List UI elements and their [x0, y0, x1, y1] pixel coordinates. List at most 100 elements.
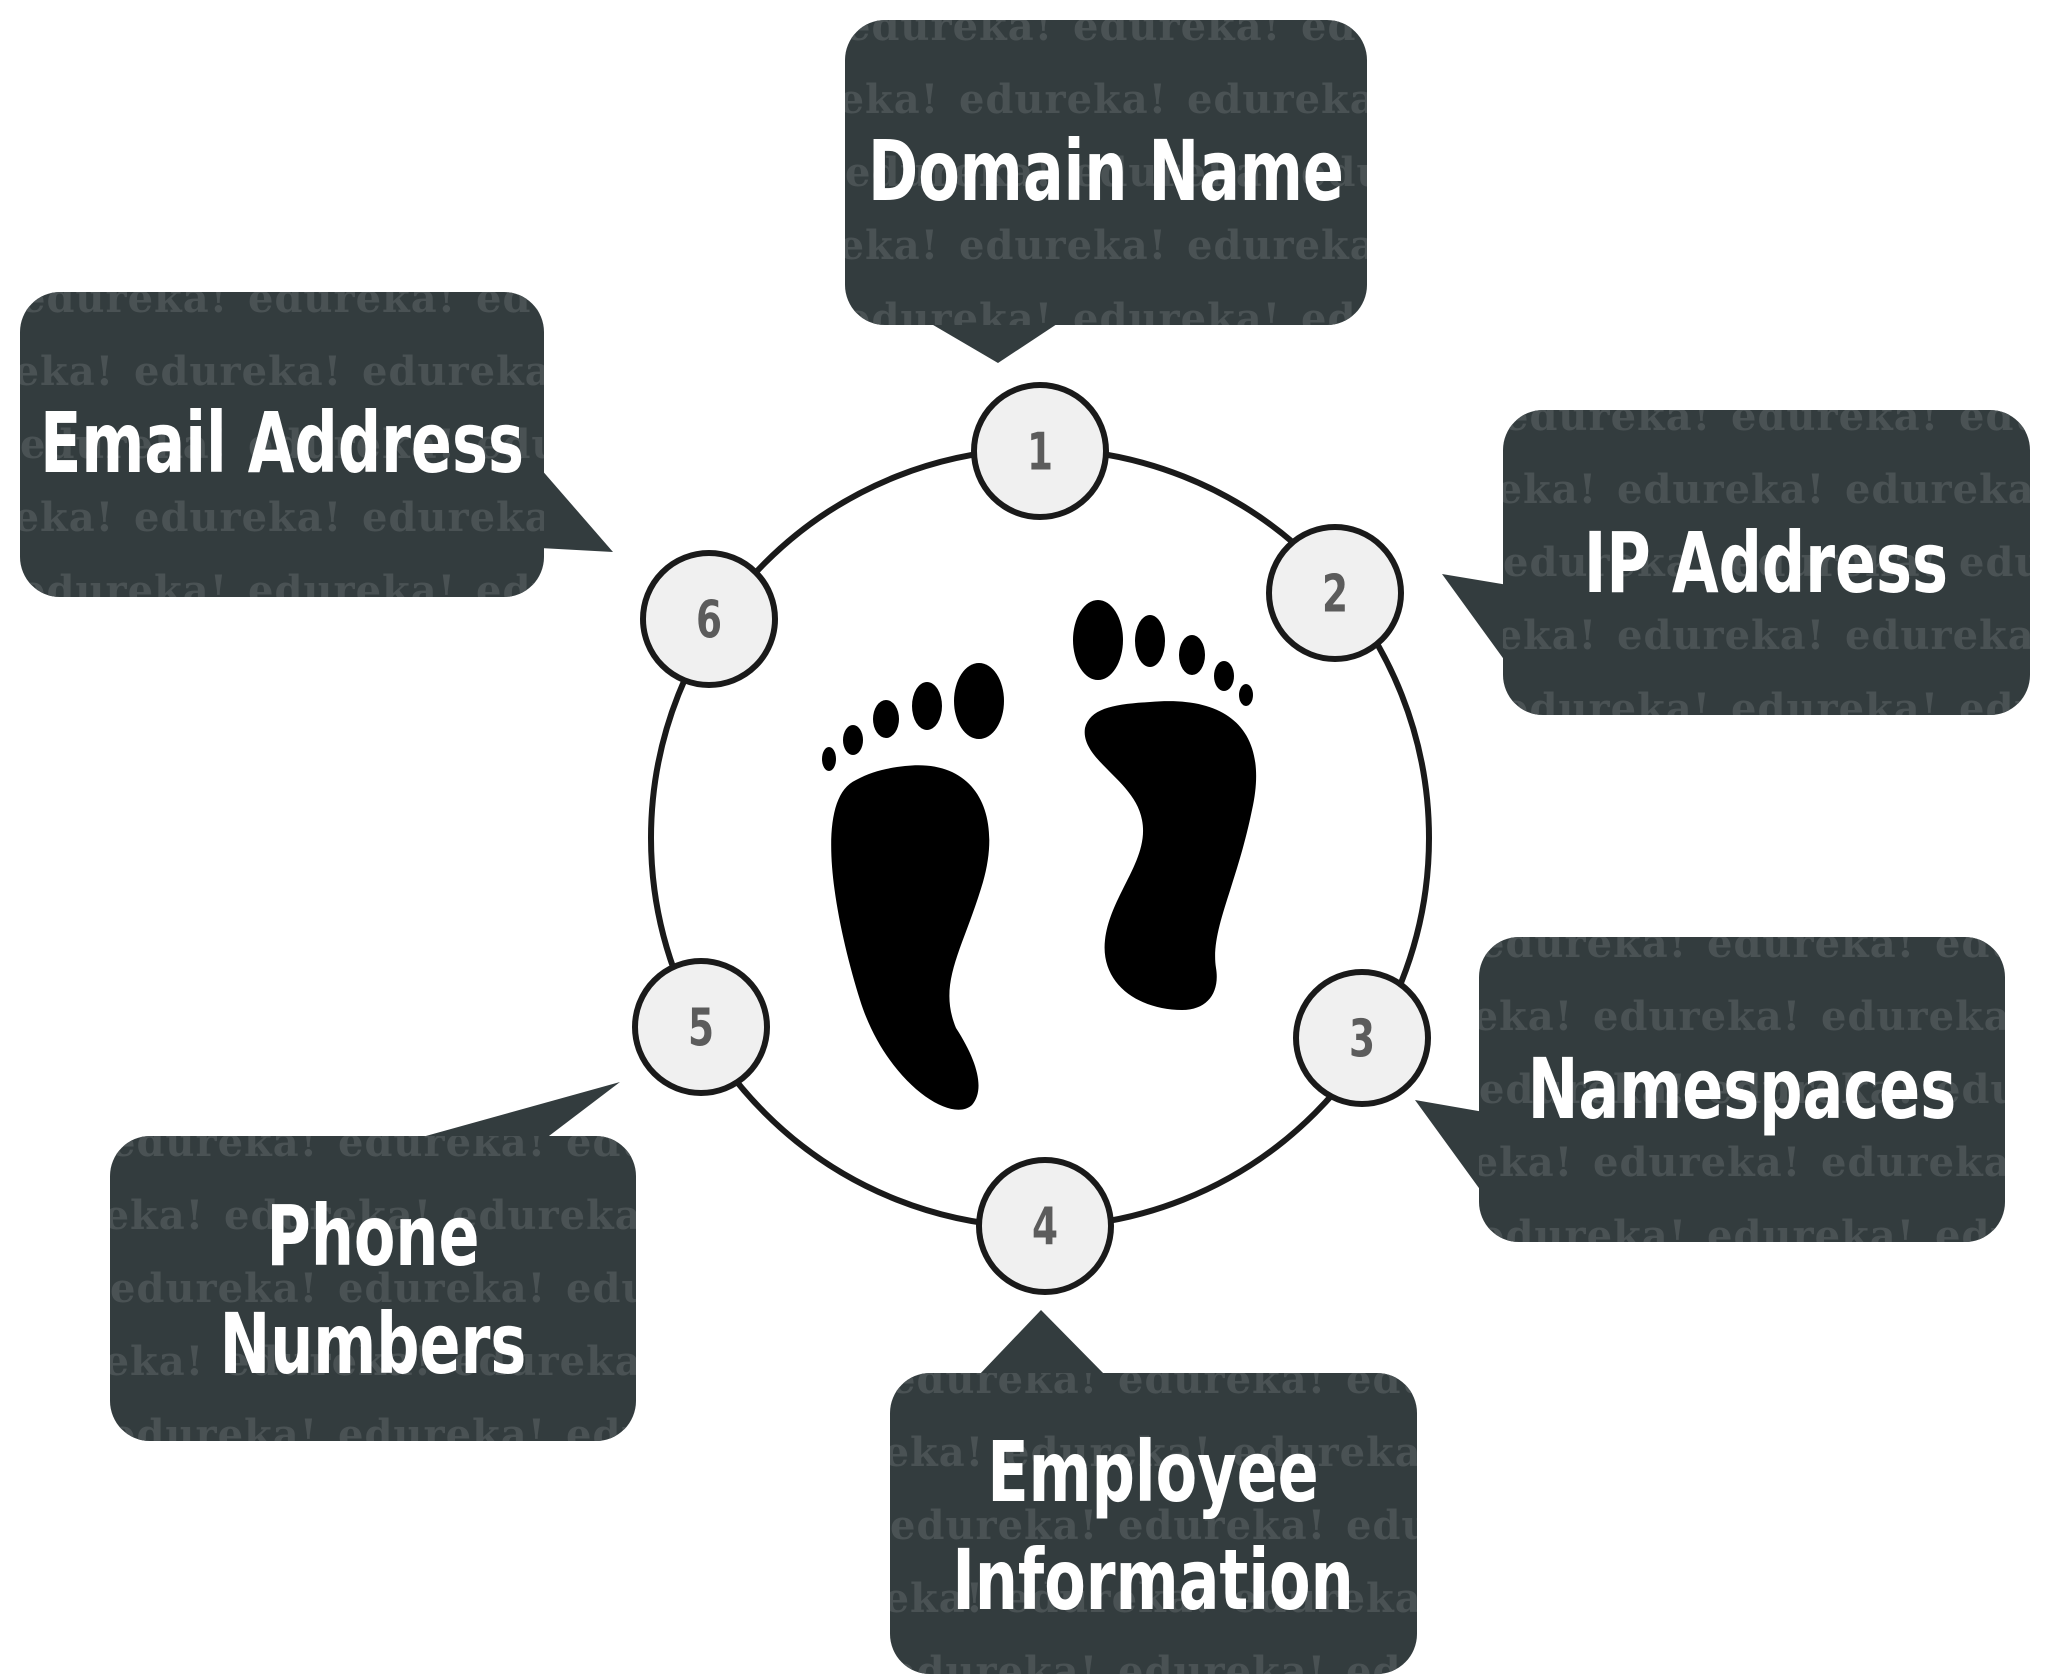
watermark-text: edureka! — [845, 3, 1053, 50]
watermark-text: edureka! — [617, 3, 825, 50]
watermark-text: edureka! — [617, 149, 825, 196]
watermark-text: edureka! — [845, 149, 1053, 196]
watermark-text: edureka! — [476, 275, 684, 322]
watermark-text: edureka! — [890, 1502, 1098, 1549]
node-circle — [971, 382, 1109, 520]
watermark-text: edureka! — [1187, 222, 1395, 269]
watermark-text: edureka! — [224, 1338, 432, 1385]
watermark-text: edureka! — [680, 1338, 888, 1385]
left-toe — [843, 725, 863, 755]
right-toe — [1135, 615, 1165, 667]
watermark-text: edureka! — [1004, 1429, 1212, 1476]
watermark-text: edureka! — [1073, 3, 1281, 50]
watermark-text: edureka! — [1389, 612, 1597, 659]
watermark-text: edureka! — [566, 1411, 774, 1458]
watermark-text: edureka! — [0, 1119, 90, 1166]
callout-email-address: edureka! edureka! edureka! edureka! edureka!… — [0, 275, 912, 614]
node-number: 1 — [1027, 421, 1053, 482]
watermark-text: edureka! — [1460, 1575, 1668, 1622]
watermark-text: edureka! — [1707, 1212, 1915, 1259]
watermark-text: edureka! — [1346, 1502, 1554, 1549]
watermark-text: edureka! — [110, 1265, 318, 1312]
left-toe — [873, 700, 899, 738]
watermark-text: edureka! — [1529, 149, 1737, 196]
callout-box — [845, 20, 1367, 325]
watermark-text: edureka! — [959, 76, 1167, 123]
watermark-text: edureka! — [248, 275, 456, 322]
watermark-text: edureka! — [1365, 993, 1573, 1040]
node-5: 5 — [632, 958, 770, 1096]
watermark-text: edureka! — [1707, 1066, 1915, 1113]
watermark-text: edureka! — [1073, 295, 1281, 342]
watermark-text: edureka! — [1935, 1066, 2049, 1113]
watermark-text: edureka! — [0, 494, 114, 541]
watermark-text: edureka! — [1118, 1356, 1326, 1403]
watermark-text: edureka! — [1529, 3, 1737, 50]
watermark-text: edureka! — [1346, 1356, 1554, 1403]
callout-label: Email Address — [40, 395, 524, 493]
watermark-text: edureka! — [1593, 993, 1801, 1040]
left-toe — [954, 663, 1004, 739]
callout-phone-numbers: edureka! edureka! edureka! edureka! edureka!… — [0, 1082, 888, 1458]
watermark-text: edureka! — [890, 1356, 1098, 1403]
node-4: 4 — [976, 1157, 1114, 1295]
watermark-text: edureka! — [1617, 612, 1825, 659]
watermark-pattern: edureka! edureka! edureka! edureka! edureka!… — [617, 3, 1737, 342]
watermark-text: edureka! — [0, 1338, 204, 1385]
watermark-text: edureka! — [20, 421, 228, 468]
watermark-text: edureka! — [1935, 1212, 2049, 1259]
right-footprint — [1084, 701, 1257, 1010]
callout-pointer — [1442, 574, 1508, 665]
watermark-text: edureka! — [1232, 1429, 1440, 1476]
watermark-text: edureka! — [1415, 76, 1623, 123]
node-3: 3 — [1293, 969, 1431, 1107]
watermark-text: edureka! — [548, 1575, 756, 1622]
watermark-text: edureka! — [1301, 295, 1509, 342]
watermark-pattern: edureka! edureka! edureka! edureka! edureka!… — [1365, 937, 2049, 1259]
watermark-text: edureka! — [110, 1119, 318, 1166]
callout-label: Domain Name — [868, 123, 1344, 221]
watermark-text: edureka! — [731, 76, 939, 123]
callout-pointer — [1415, 1100, 1484, 1195]
watermark-text: edureka! — [452, 1192, 660, 1239]
watermark-text: edureka! — [134, 348, 342, 395]
watermark-text: edureka! — [0, 1411, 90, 1458]
watermark-text: edureka! — [845, 295, 1053, 342]
right-toe — [1073, 600, 1123, 680]
watermark-text: edureka! — [1845, 466, 2049, 513]
watermark-text: edureka! — [1503, 539, 1711, 586]
watermark-text: edureka! — [704, 421, 912, 468]
node-6: 6 — [640, 550, 778, 688]
watermark-text: edureka! — [566, 1265, 774, 1312]
watermark-text: edureka! — [338, 1119, 546, 1166]
watermark-text: edureka! — [1460, 1429, 1668, 1476]
callout-pointer — [540, 468, 613, 552]
watermark-text: edureka! — [1503, 685, 1711, 732]
node-number: 4 — [1032, 1196, 1058, 1257]
watermark-text: edureka! — [1004, 1575, 1212, 1622]
watermark-text: edureka! — [20, 567, 228, 614]
watermark-text: edureka! — [590, 494, 798, 541]
watermark-text: edureka! — [1389, 466, 1597, 513]
watermark-text: edureka! — [110, 1411, 318, 1458]
watermark-text: edureka! — [0, 1265, 90, 1312]
callout-box — [890, 1373, 1417, 1674]
watermark-text: edureka! — [1187, 76, 1395, 123]
watermark-text: edureka! — [1479, 1212, 1687, 1259]
callout-label: IP Address — [1584, 515, 1948, 613]
node-circle — [640, 550, 778, 688]
watermark-pattern: edureka! edureka! edureka! edureka! edureka!… — [548, 1356, 1782, 1674]
watermark-text: edureka! — [1574, 1502, 1782, 1549]
watermark-text: edureka! — [1821, 1139, 2029, 1186]
watermark-text: edureka! — [1617, 466, 1825, 513]
watermark-text: edureka! — [1503, 393, 1711, 440]
watermark-text: edureka! — [362, 494, 570, 541]
watermark-text: edureka! — [338, 1411, 546, 1458]
watermark-text: edureka! — [1959, 393, 2049, 440]
watermark-text: edureka! — [476, 421, 684, 468]
callout-box — [1503, 410, 2030, 715]
node-number: 5 — [688, 997, 714, 1058]
right-toe — [1179, 635, 1205, 675]
